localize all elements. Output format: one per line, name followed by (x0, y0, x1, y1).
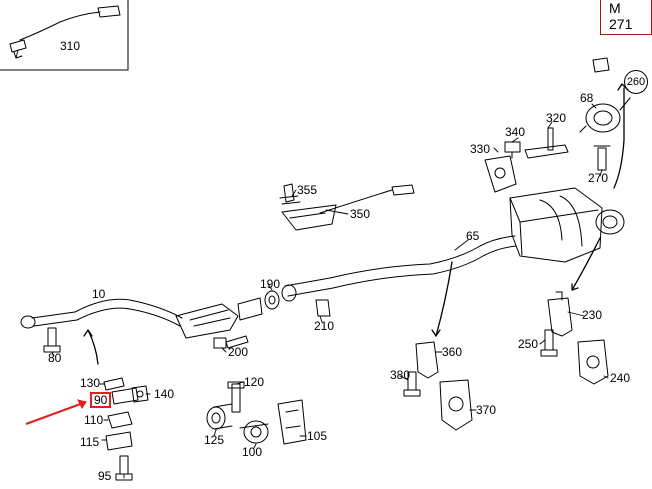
clamp-68 (579, 97, 631, 133)
middle-exhaust-pipe (281, 235, 517, 302)
callout-68: 68 (580, 91, 594, 105)
clip-115 (105, 431, 133, 451)
callout-95: 95 (98, 469, 112, 483)
arrows (83, 83, 629, 365)
callout-10: 10 (92, 287, 106, 301)
callout-370: 370 (476, 403, 497, 417)
bolt-95 (115, 455, 133, 481)
callout-250: 250 (518, 337, 539, 351)
bracket-90 (111, 387, 139, 405)
callout-360: 360 (442, 345, 463, 359)
callout-330: 330 (470, 142, 491, 156)
callout-115: 115 (80, 435, 100, 449)
front-exhaust-pipe (20, 297, 263, 339)
callout-65: 65 (466, 229, 480, 243)
bolt-250 (540, 329, 558, 357)
leader-lines (15, 49, 609, 479)
callout-190: 190 (260, 277, 281, 291)
callout-120: 120 (244, 375, 265, 389)
sensor-350 (279, 183, 415, 231)
callout-105: 105 (307, 429, 328, 443)
clip-130 (103, 377, 125, 391)
bolt-200 (213, 335, 249, 349)
callout-355: 355 (297, 183, 318, 197)
bracket-110 (107, 411, 133, 429)
gasket-190 (264, 290, 280, 310)
callout-125: 125 (204, 433, 225, 447)
rubber-mount-330 (484, 155, 517, 193)
hanger-360 (415, 341, 439, 379)
nut-260 (592, 57, 610, 73)
callout-230: 230 (582, 308, 603, 322)
rubber-mount-370 (439, 379, 473, 431)
callout-210: 210 (314, 319, 335, 333)
rubber-100 (239, 420, 269, 444)
callout-320: 320 (546, 111, 567, 125)
callout-350: 350 (350, 207, 371, 221)
bolt-120 (227, 381, 245, 413)
rear-muffler (509, 187, 625, 263)
callout-310: 310 (60, 39, 81, 53)
bolt-340 (504, 141, 521, 159)
callout-200: 200 (228, 345, 249, 359)
callout-90-highlighted: 90 (90, 392, 112, 408)
callout-240: 240 (610, 371, 631, 385)
callout-110: 110 (84, 413, 104, 427)
callout-80: 80 (48, 351, 62, 365)
model-code: M 271 (600, 0, 652, 35)
rubber-mount-240 (577, 339, 609, 385)
callout-340: 340 (505, 125, 526, 139)
callout-140: 140 (154, 387, 175, 401)
inset-frame-310 (0, 0, 129, 71)
red-pointer-arrow (25, 399, 87, 425)
callout-270: 270 (588, 171, 609, 185)
callout-100: 100 (242, 445, 263, 459)
bolt-380 (403, 371, 421, 397)
bolt-80 (43, 327, 61, 353)
callout-260: 260 (624, 70, 648, 94)
callout-130: 130 (80, 376, 101, 390)
clamp-210 (315, 299, 331, 317)
sleeve-125 (206, 403, 233, 430)
bracket-320 (524, 127, 569, 159)
hanger-230 (547, 291, 573, 337)
callout-380: 380 (390, 368, 411, 382)
bolt-270 (593, 145, 611, 171)
bracket-105 (277, 399, 307, 445)
